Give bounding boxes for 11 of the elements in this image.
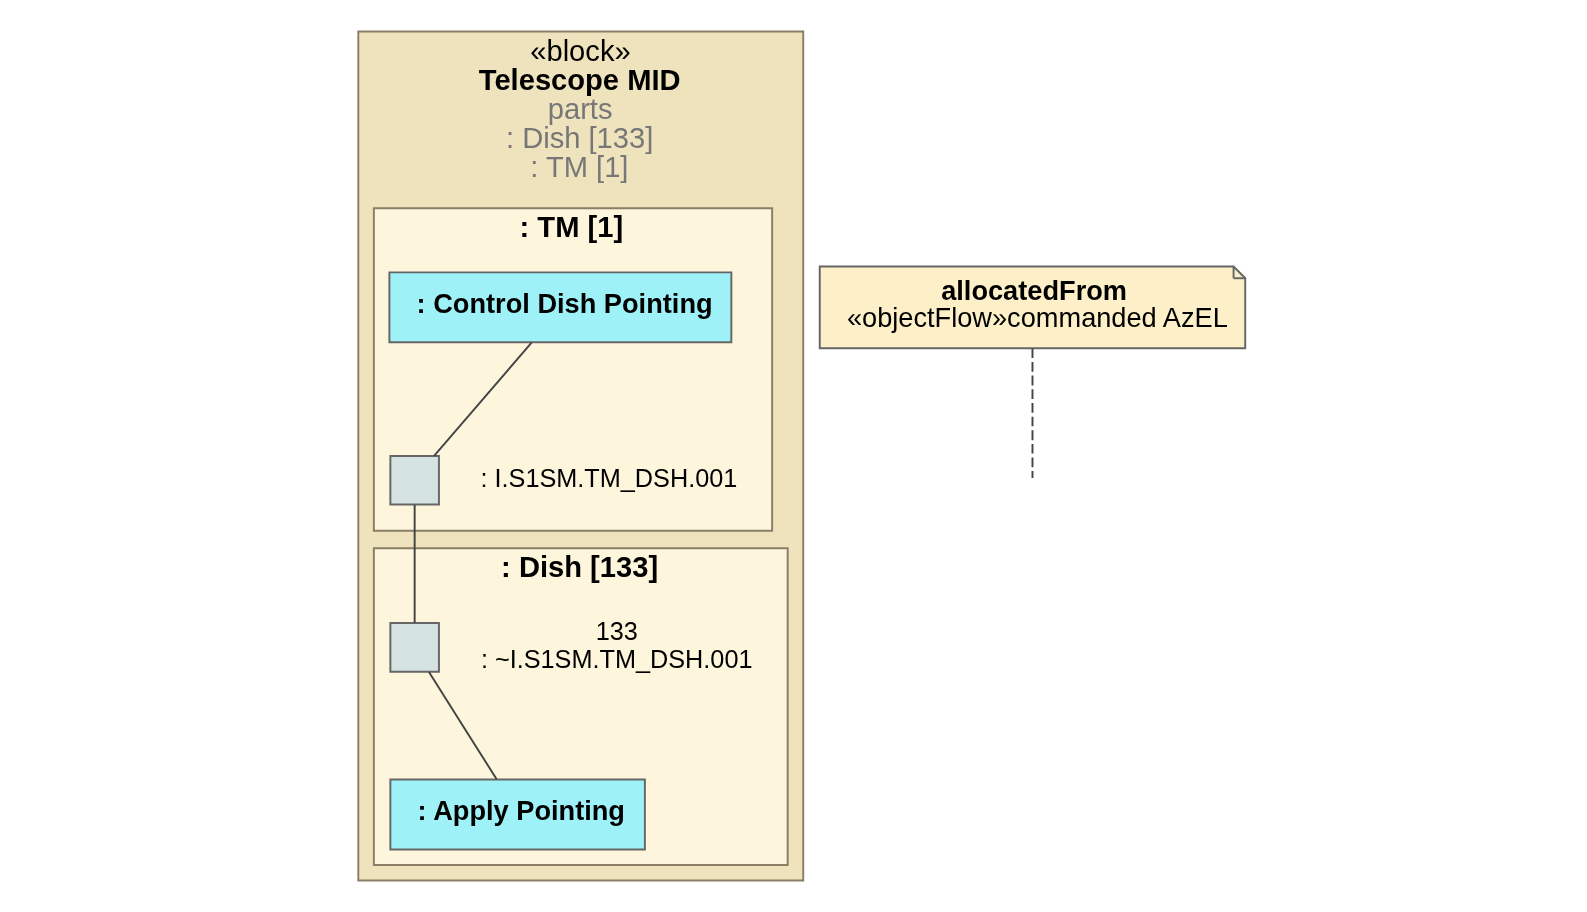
node-label: : I.S1SM.TM_DSH.001 (480, 463, 737, 492)
node-label: : ~I.S1SM.TM_DSH.001 (480, 644, 752, 673)
connector (432, 341, 533, 457)
connector (427, 671, 498, 781)
node-box: : Apply Pointing (388, 778, 646, 851)
connector (413, 503, 416, 624)
connector (1031, 347, 1033, 480)
node-box: : Control Dish Pointing (387, 271, 732, 344)
node-box (388, 455, 440, 506)
node-label: 133 (595, 617, 638, 646)
node-box (388, 622, 440, 673)
